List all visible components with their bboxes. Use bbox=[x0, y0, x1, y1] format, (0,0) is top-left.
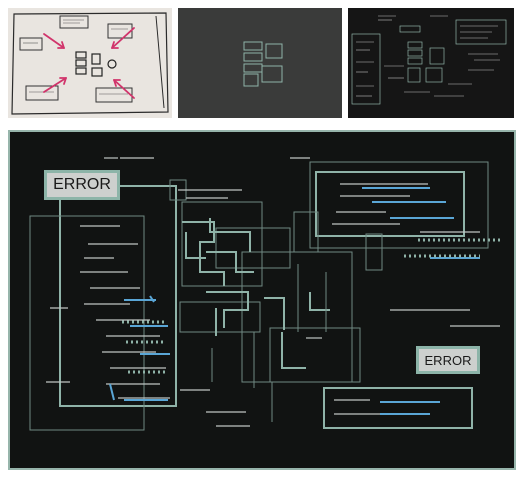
render-drawing bbox=[29, 157, 500, 431]
sketch-box bbox=[107, 23, 133, 39]
sketch-box bbox=[59, 15, 89, 29]
wireframe-simple-image bbox=[178, 8, 342, 118]
wireframe-drawing bbox=[243, 41, 283, 87]
error-label-right: ERROR bbox=[416, 346, 480, 374]
sketch-box bbox=[19, 37, 43, 51]
sketch-box bbox=[95, 87, 133, 103]
glitched-render-image: ERROR ERROR bbox=[8, 130, 516, 470]
error-label-top-left: ERROR bbox=[44, 170, 120, 200]
sketch-image bbox=[8, 8, 172, 118]
wireframe-annotated-drawing bbox=[351, 15, 507, 105]
top-right-frame bbox=[315, 171, 465, 237]
bottom-right-frame bbox=[323, 387, 473, 429]
sketch-box bbox=[25, 85, 59, 101]
sketch-drawing bbox=[11, 12, 169, 115]
wireframe-annotated-image bbox=[348, 8, 514, 118]
